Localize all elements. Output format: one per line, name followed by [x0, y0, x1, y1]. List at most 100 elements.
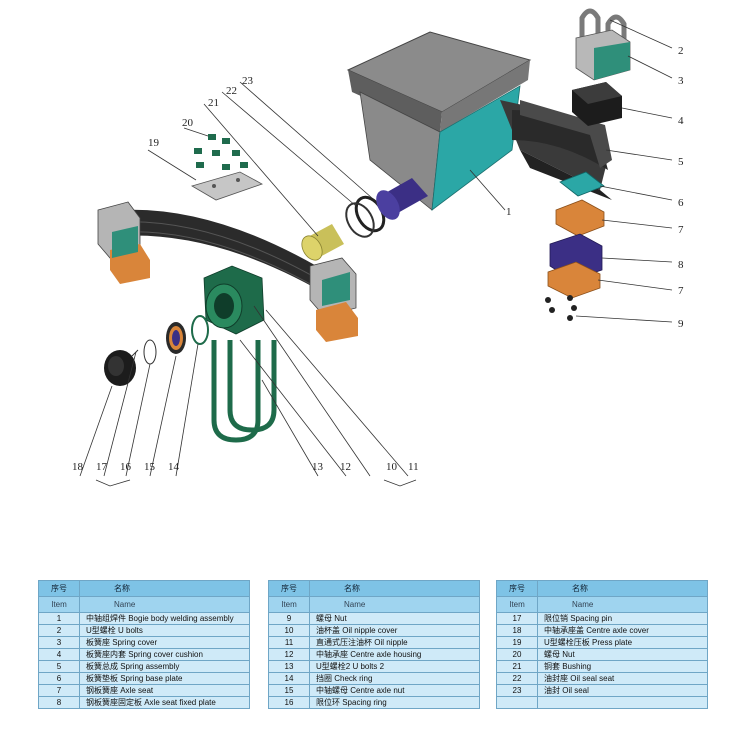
press-plate — [190, 171, 263, 201]
row-name: 板簧垫板 Spring base plate — [79, 672, 250, 685]
row-name: 中轴承座 Centre axle housing — [309, 648, 480, 661]
spacing-pin — [131, 349, 139, 357]
row-no: 15 — [268, 684, 310, 697]
row-no: 17 — [496, 612, 538, 625]
callout-12: 12 — [340, 461, 351, 473]
row-no: 3 — [38, 636, 80, 649]
subheader-no: Item — [268, 596, 310, 613]
callout-3: 3 — [678, 75, 684, 87]
spring-end-right — [309, 257, 358, 342]
row-name: 中轴组焊件 Bogie body welding assembly — [79, 612, 250, 625]
callout-4: 4 — [678, 115, 684, 127]
callout-15: 15 — [144, 461, 156, 473]
row-no: 6 — [38, 672, 80, 685]
row-name: U型螺栓压板 Press plate — [537, 636, 708, 649]
table-subheader: Item Name — [268, 596, 480, 613]
row-no: 7 — [38, 684, 80, 697]
callout-21: 21 — [208, 97, 219, 109]
spring-cover-cushion — [572, 82, 622, 126]
row-name: U型螺栓2 U bolts 2 — [309, 660, 480, 673]
u-bolts-top — [579, 8, 627, 66]
callout-23: 23 — [242, 75, 254, 87]
subheader-name: Name — [309, 596, 480, 613]
row-no: 16 — [268, 696, 310, 709]
row-no: 8 — [38, 696, 80, 709]
row-name: 铜套 Bushing — [537, 660, 708, 673]
centre-axle-purple — [376, 178, 428, 220]
table-header: 序号 名称 — [268, 580, 480, 597]
table-row-empty — [496, 696, 708, 709]
row-name: 油封座 Oil seal seat — [537, 672, 708, 685]
callout-19: 19 — [148, 137, 160, 149]
row-no: 14 — [268, 672, 310, 685]
row-name: 限位销 Spacing pin — [537, 612, 708, 625]
subheader-name: Name — [537, 596, 708, 613]
row-name: 钢板簧座固定板 Axle seat fixed plate — [79, 696, 250, 709]
callout-20: 20 — [182, 117, 194, 129]
header-no: 序号 — [496, 580, 538, 597]
row-name: 板簧总成 Spring assembly — [79, 660, 250, 673]
table-header: 序号 名称 — [496, 580, 708, 597]
nuts-top-left — [194, 134, 248, 170]
row-name: 油封 Oil seal — [537, 684, 708, 697]
subheader-no: Item — [496, 596, 538, 613]
callout-17: 17 — [96, 461, 108, 473]
header-name: 名称 — [79, 580, 250, 597]
row-no: 5 — [38, 660, 80, 673]
callout-14: 14 — [168, 461, 180, 473]
row-name: U型螺栓 U bolts — [79, 624, 250, 637]
callout-11: 11 — [408, 461, 419, 473]
row-no: 2 — [38, 624, 80, 637]
row-name: 限位环 Spacing ring — [309, 696, 480, 709]
spring-cover — [575, 29, 631, 81]
row-no: 1 — [38, 612, 80, 625]
table-subheader: Item Name — [38, 596, 250, 613]
callout-1: 1 — [506, 206, 512, 218]
bushing — [301, 224, 344, 261]
axle-seat-top — [555, 199, 605, 237]
row-no: 13 — [268, 660, 310, 673]
callout-18: 18 — [72, 461, 84, 473]
table-subheader: Item Name — [496, 596, 708, 613]
row-no: 11 — [268, 636, 310, 649]
row-name: 中轴承座盖 Centre axle cover — [537, 624, 708, 637]
header-name: 名称 — [309, 580, 480, 597]
row-name: 钢板簧座 Axle seat — [79, 684, 250, 697]
row-no: 20 — [496, 648, 538, 661]
row-no: 18 — [496, 624, 538, 637]
row-no: 10 — [268, 624, 310, 637]
row-no: 19 — [496, 636, 538, 649]
spring-base-plate — [559, 171, 605, 197]
centre-axle-cover — [104, 350, 136, 386]
nuts-right — [545, 295, 577, 321]
callout-13: 13 — [312, 461, 324, 473]
row-no: 21 — [496, 660, 538, 673]
row-name: 板簧座 Spring cover — [79, 636, 250, 649]
row-no: 22 — [496, 672, 538, 685]
row-name: 螺母 Nut — [537, 648, 708, 661]
subheader-no: Item — [38, 596, 80, 613]
spring-end-left — [97, 201, 150, 284]
row-no: 23 — [496, 684, 538, 697]
spacing-ring — [143, 339, 157, 365]
row-name: 挡圈 Check ring — [309, 672, 480, 685]
